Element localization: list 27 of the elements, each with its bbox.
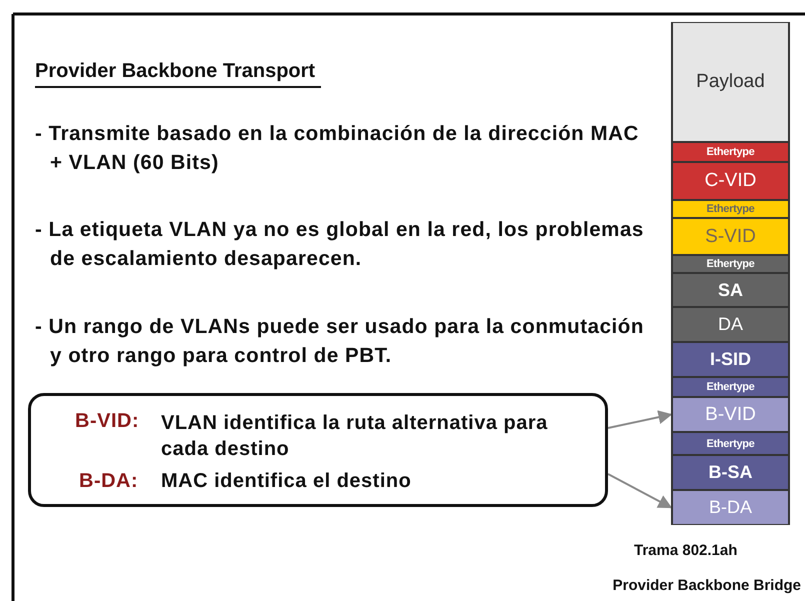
frame-field: Ethertype (671, 255, 790, 273)
frame-field: DA (671, 307, 790, 342)
frame-field: S-VID (671, 218, 790, 255)
frame-field: SA (671, 273, 790, 307)
arrow (608, 410, 672, 429)
frame-field: Ethertype (671, 432, 790, 455)
frame-caption: Trama 802.1ah (634, 542, 738, 559)
arrow (608, 473, 672, 508)
term-label: B-DA: (79, 470, 138, 493)
callout-box (28, 393, 608, 507)
frame-field: B-DA (671, 490, 790, 525)
frame-field: C-VID (671, 162, 790, 200)
frame-field: Ethertype (671, 377, 790, 397)
frame-field: B-VID (671, 397, 790, 432)
bullet-text: - Transmite basado en la combinación de la dirección MAC + VLAN (60 Bits) (35, 121, 640, 176)
frame-field: Ethertype (671, 142, 790, 162)
definition-text: MAC identifica el destino (161, 470, 412, 493)
frame-field: I-SID (671, 342, 790, 377)
frame-field: Ethertype (671, 200, 790, 218)
frame-caption: Provider Backbone Bridge (612, 577, 801, 594)
definition-text: VLAN identifica la ruta alternativa para cada destino (161, 411, 549, 462)
slide-title: Provider Backbone Transport (35, 60, 322, 88)
frame-field: B-SA (671, 455, 790, 490)
bullet-text: - Un rango de VLANs puede ser usado para la conmutación y otro rango para control de PBT. (35, 314, 645, 369)
bullet-text: - La etiqueta VLAN ya no es global en la red, los problemas de escalamiento desaparecen. (35, 217, 645, 272)
term-label: B-VID: (75, 410, 140, 433)
frame-field: Payload (671, 22, 790, 142)
